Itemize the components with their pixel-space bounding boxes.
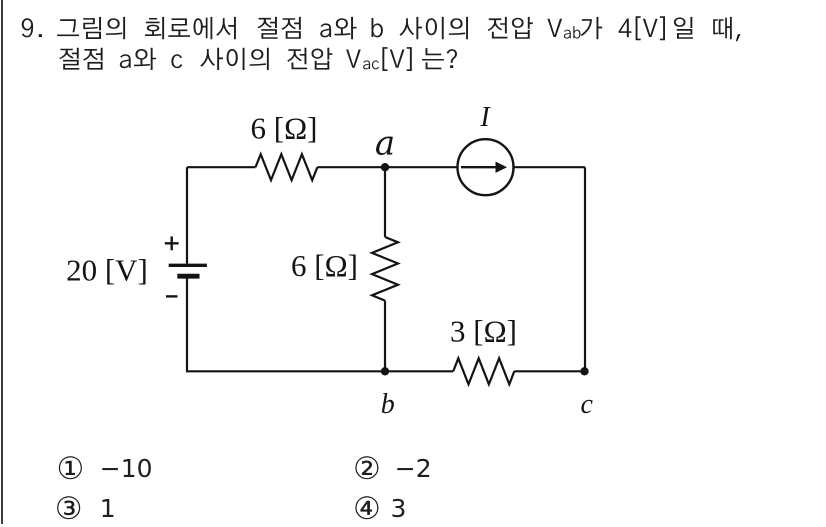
node-c-label: c	[580, 389, 593, 420]
choice-3-value: 1	[99, 494, 116, 523]
node-c-dot	[580, 367, 589, 376]
choice-2-marker: ②	[353, 450, 381, 487]
wire-bottom-left	[185, 278, 454, 373]
choice-2[interactable]: ② −2	[353, 450, 432, 487]
voltage-source-value: 20 [V]	[66, 253, 148, 288]
current-source-circle	[456, 137, 515, 197]
current-source-label: I	[479, 102, 491, 133]
question-line-1-glyphs	[21, 16, 741, 42]
choice-4-value: 3	[390, 494, 407, 523]
choice-4[interactable]: ④ 3	[353, 490, 406, 527]
resistor-top-value: 6 [Ω]	[251, 111, 318, 146]
page-left-border	[1, 0, 3, 524]
choice-3[interactable]: ③ 1	[54, 490, 116, 527]
battery-plus-icon	[164, 236, 179, 251]
choice-2-value: −2	[394, 454, 432, 483]
resistor-mid-value: 6 [Ω]	[291, 248, 358, 283]
question-line-2	[59, 47, 457, 71]
resistor-bottom-value: 3 [Ω]	[450, 314, 517, 349]
resistor-3-bottom	[452, 355, 516, 388]
choice-1[interactable]: ① −10	[56, 450, 153, 487]
resistor-6-middle	[369, 235, 401, 302]
node-b-label: b	[381, 389, 395, 420]
question-line-2-glyphs	[59, 47, 457, 71]
choice-1-marker: ①	[56, 450, 85, 487]
question-line-1	[21, 16, 741, 42]
resistor-6-top	[254, 151, 319, 184]
current-source-arrow-head	[495, 161, 507, 173]
choice-1-value: −10	[99, 454, 153, 483]
node-a-label: a	[375, 124, 395, 164]
node-b-dot	[380, 367, 390, 376]
node-a-dot	[380, 163, 390, 172]
choice-3-marker: ③	[54, 490, 83, 527]
choice-4-marker: ④	[353, 490, 381, 527]
